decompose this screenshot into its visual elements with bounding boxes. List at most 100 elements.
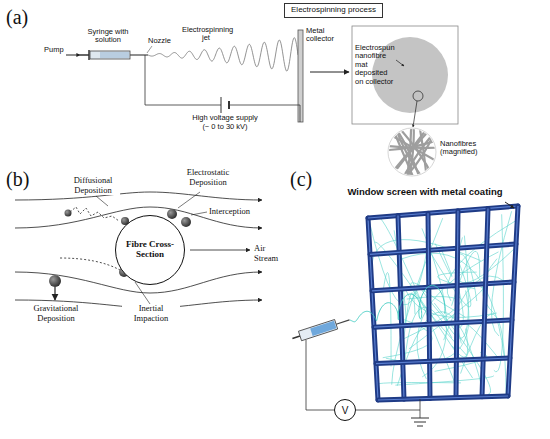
mesh-wire xyxy=(368,218,378,400)
mesh-wire xyxy=(508,206,518,396)
nanofibre xyxy=(397,109,450,169)
mesh-wire xyxy=(374,320,512,327)
fibre xyxy=(383,273,391,367)
mesh-highlight xyxy=(374,320,512,327)
leader-line xyxy=(147,46,152,53)
window-screen-setup xyxy=(291,202,518,426)
fibre xyxy=(491,211,511,336)
mesh-wire xyxy=(370,244,516,254)
solution xyxy=(100,52,129,58)
fibre-jet xyxy=(350,285,445,321)
mesh-wire xyxy=(482,208,488,396)
flow-label: Air Stream xyxy=(253,244,287,263)
voltmeter-circle: V xyxy=(334,399,356,421)
node-text: Electrospinning process xyxy=(291,6,376,15)
particle xyxy=(167,209,177,219)
fibre xyxy=(494,214,504,371)
particle xyxy=(49,275,61,287)
streamline xyxy=(15,192,262,200)
ground-symbol xyxy=(411,418,429,426)
mesh-wire xyxy=(378,396,508,400)
mesh-highlight xyxy=(508,206,518,396)
mesh-wire xyxy=(398,216,404,400)
part-name: Pump xyxy=(44,46,66,54)
part-name: High voltage supply xyxy=(170,114,280,122)
mechanism-name: Interception xyxy=(208,207,266,217)
wire xyxy=(306,340,334,410)
particle xyxy=(65,210,72,217)
magnify-spot xyxy=(413,91,423,101)
leader-line xyxy=(191,212,207,215)
leader-arrow xyxy=(505,202,514,208)
impaction-path xyxy=(60,258,120,270)
fibre xyxy=(378,383,461,385)
mesh-wire xyxy=(456,211,458,398)
part-name: Electrospinning jet xyxy=(182,26,230,43)
wire xyxy=(145,55,221,105)
node-text: V xyxy=(339,405,351,416)
nanofibre xyxy=(409,103,414,183)
process-box: Electrospinning process xyxy=(284,3,383,18)
value-label: (~ 0 to 30 kV) xyxy=(170,123,280,131)
electrospinning-setup xyxy=(66,26,465,199)
leader-line xyxy=(96,196,108,206)
mesh-highlight xyxy=(428,213,430,398)
particles xyxy=(49,209,191,287)
part-name: Electrospun nanofibre mat deposited on c… xyxy=(355,44,397,86)
part-name: Nanofibres (magnified) xyxy=(440,140,512,157)
part-name: Metal collector xyxy=(306,27,350,44)
mesh-wire xyxy=(376,358,510,364)
metal-collector xyxy=(298,30,303,122)
pump-arrow xyxy=(66,55,80,56)
streamline xyxy=(190,250,250,251)
part-name: Nozzle xyxy=(148,37,182,45)
fibre xyxy=(428,248,471,307)
fibre xyxy=(459,322,499,358)
mesh-wire xyxy=(428,213,430,398)
leader-line xyxy=(396,60,404,66)
gravity-arrow xyxy=(54,287,55,300)
wire xyxy=(420,410,421,418)
part-name: Window screen with metal coating xyxy=(330,187,520,198)
mesh-highlight xyxy=(368,206,518,218)
fibre-circle: Fibre Cross-Section xyxy=(115,215,185,285)
battery-plate xyxy=(228,101,230,109)
mesh-highlight xyxy=(482,208,488,396)
panel-letter: (c) xyxy=(290,168,330,190)
mesh-wire xyxy=(368,206,518,218)
mechanism-name: Electrostatic Deposition xyxy=(176,168,240,187)
panel-letter: (a) xyxy=(6,6,46,28)
panel-letter: (b) xyxy=(6,168,46,190)
nanofibre xyxy=(393,121,433,190)
mat-panel xyxy=(352,26,458,124)
mesh-highlight xyxy=(456,211,458,398)
wire xyxy=(356,399,420,410)
plunger xyxy=(80,54,89,56)
nanofibre xyxy=(394,121,439,187)
mesh-highlight xyxy=(372,282,514,291)
leader-line xyxy=(135,282,150,304)
mesh-highlight xyxy=(398,216,404,400)
electrospinning-jet xyxy=(148,38,298,71)
mesh-wire xyxy=(372,282,514,291)
arrow xyxy=(310,72,349,73)
mesh-highlight xyxy=(376,358,510,364)
leader-line xyxy=(178,192,200,208)
syringe xyxy=(291,315,351,343)
part-name: Syringe with solution xyxy=(84,28,132,45)
plunger-head xyxy=(88,50,90,60)
mesh-highlight xyxy=(368,218,378,400)
nanofibre xyxy=(391,120,424,193)
mechanism-name: Diffusional Deposition xyxy=(66,176,120,195)
diffusion-path xyxy=(70,207,119,221)
mesh-highlight xyxy=(370,244,516,254)
syringe-barrel xyxy=(90,51,130,59)
arrow xyxy=(413,101,417,127)
battery-plate xyxy=(221,97,222,113)
mesh-highlight xyxy=(378,396,508,400)
mechanism-name: Inertial Impaction xyxy=(122,304,180,323)
nanofibre xyxy=(418,116,429,195)
node-text: Fibre Cross-Section xyxy=(120,240,180,260)
mechanism-name: Gravitational Deposition xyxy=(22,304,90,323)
